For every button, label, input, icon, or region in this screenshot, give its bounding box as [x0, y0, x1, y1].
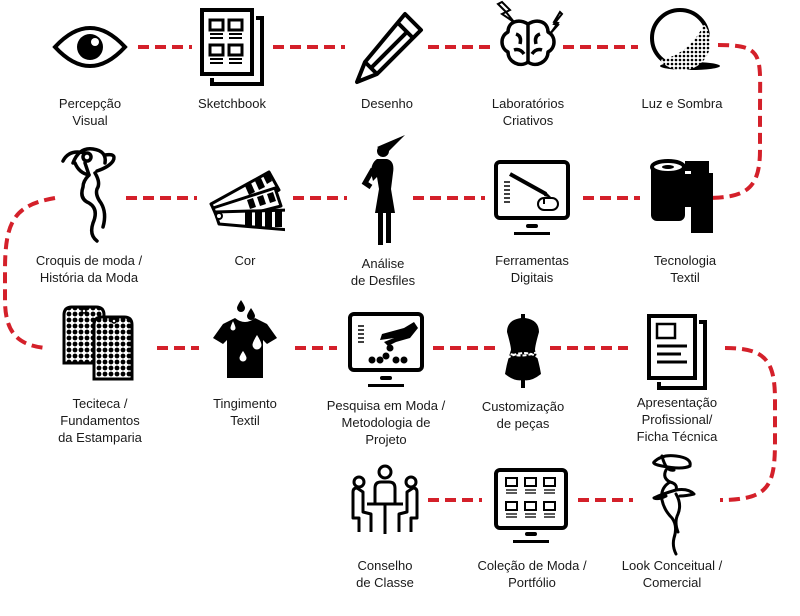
- eye-icon: [50, 7, 130, 87]
- step-label: Cor: [234, 253, 256, 268]
- sketchbook-icon: [192, 8, 272, 88]
- runway-model-icon: [343, 133, 423, 248]
- step-label: Teciteca / Fundamentos da Estamparia: [58, 396, 142, 445]
- research-monitor-icon: [346, 312, 426, 392]
- portfolio-monitor-icon: [492, 468, 572, 548]
- step-label: Tecnologia Textil: [653, 253, 717, 285]
- step-label: Desenho: [360, 96, 414, 111]
- fashion-sketch-icon: [632, 452, 712, 557]
- step-label: Look Conceitual / Comercial: [621, 558, 723, 590]
- step-label: Conselho de Classe: [356, 558, 414, 590]
- fabric-samples-icon: [60, 305, 140, 385]
- drawing-monitor-icon: [492, 158, 572, 238]
- fashion-croquis-icon: [49, 143, 129, 243]
- step-label: Sketchbook: [198, 96, 266, 111]
- step-label: Coleção de Moda / Portfólio: [477, 558, 587, 590]
- brain-icon: [488, 0, 568, 80]
- fabric-roll-icon: [645, 157, 725, 237]
- documents-icon: [637, 314, 717, 394]
- step-label: Croquis de moda / História da Moda: [35, 253, 143, 285]
- dress-form-icon: [483, 312, 563, 392]
- dyed-shirt-icon: [205, 298, 285, 388]
- step-label: Tingimento Textil: [213, 396, 277, 428]
- step-label: Ferramentas Digitais: [495, 253, 569, 285]
- shaded-sphere-icon: [642, 6, 722, 86]
- step-label: Percepção Visual: [58, 96, 122, 128]
- connector-5-6: [704, 43, 763, 200]
- connector-10-11: [2, 196, 56, 350]
- step-label: Customização de peças: [481, 399, 565, 431]
- step-label: Laboratórios Criativos: [491, 96, 565, 128]
- meeting-table-icon: [345, 462, 425, 542]
- step-label: Pesquisa em Moda / Metodologia de Projet…: [326, 398, 446, 447]
- connector-15-16: [719, 346, 777, 502]
- pencil-icon: [347, 8, 427, 88]
- step-label: Apresentação Profissional/ Ficha Técnica: [636, 395, 718, 444]
- step-label: Análise de Desfiles: [350, 256, 416, 288]
- step-label: Luz e Sombra: [641, 96, 723, 111]
- color-swatch-fan-icon: [205, 160, 285, 240]
